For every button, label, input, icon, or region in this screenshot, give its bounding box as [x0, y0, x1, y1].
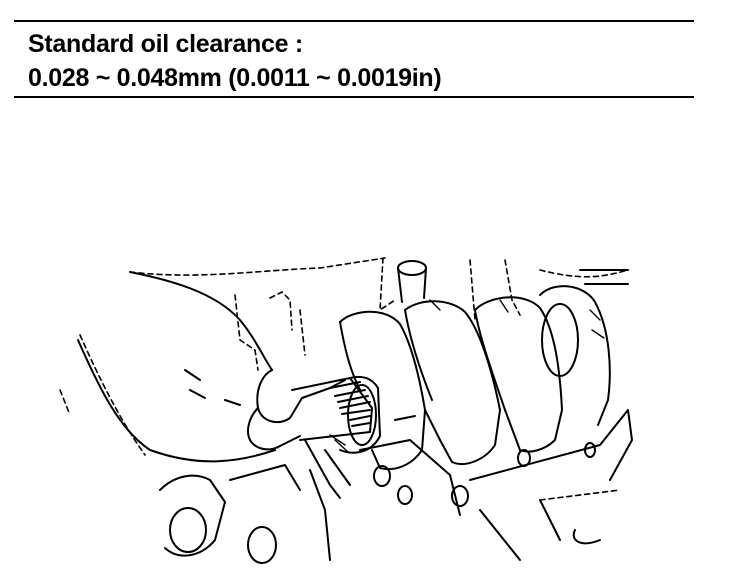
crank-web-4 [539, 269, 629, 426]
crank-web-1 [339, 310, 426, 470]
spec-label: Standard oil clearance : [28, 30, 303, 58]
spec-value: 0.028 ~ 0.048mm (0.0011 ~ 0.0019in) [28, 64, 442, 92]
bearing-cap-front [304, 375, 381, 499]
detail-hatching [329, 299, 605, 453]
oil-stub [397, 260, 427, 303]
spec-box: Standard oil clearance : 0.028 ~ 0.048mm… [14, 20, 694, 98]
lower-block [159, 409, 633, 564]
crank-web-3 [474, 296, 563, 453]
plastigauge-strip [291, 377, 373, 441]
crankshaft-illustration [0, 240, 752, 578]
hand [77, 271, 346, 463]
crankshaft-drawing [59, 257, 633, 564]
